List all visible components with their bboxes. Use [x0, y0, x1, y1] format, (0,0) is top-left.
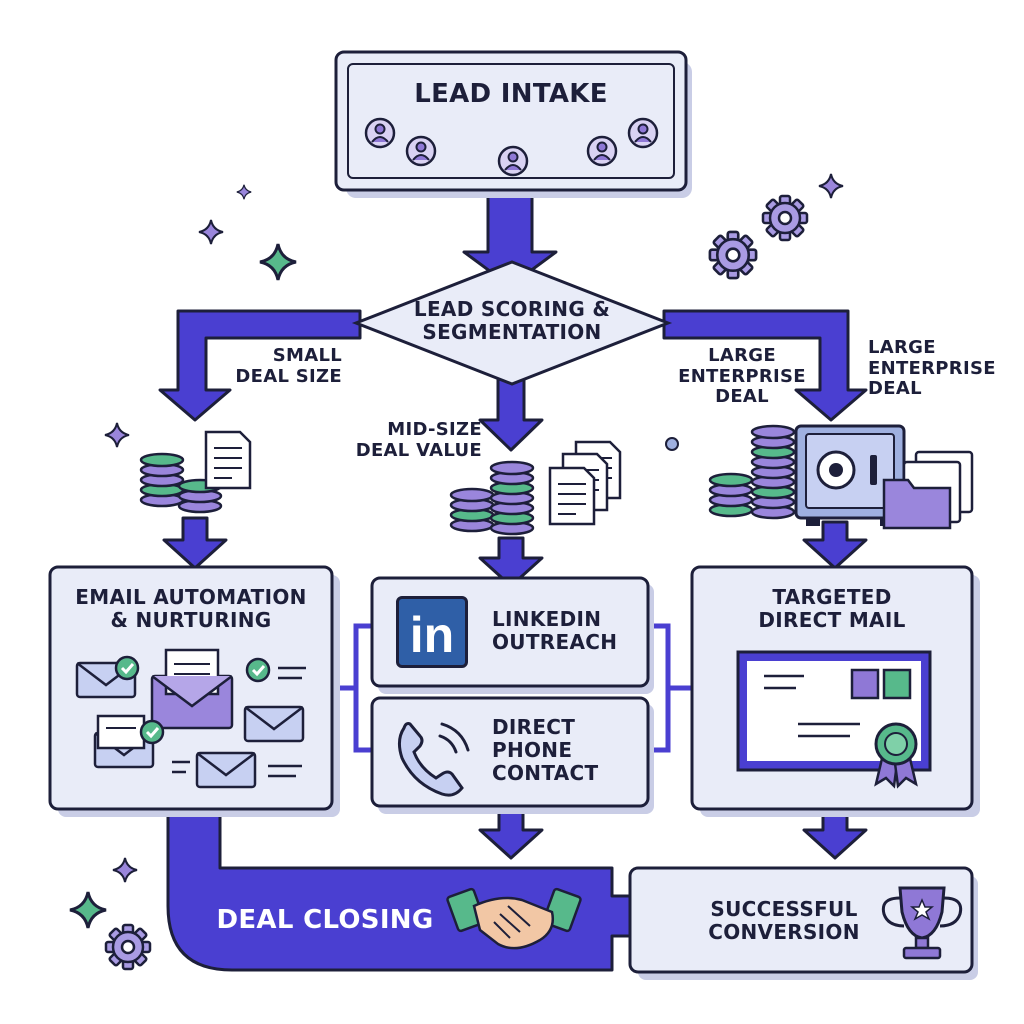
safe-icon [794, 424, 906, 526]
email-automation-line-2: & NURTURING [110, 608, 272, 632]
targeted-mail-line-1: TARGETED [772, 585, 892, 609]
direct-phone-line-3: CONTACT [492, 761, 599, 785]
large-deal-label-a: LARGE ENTERPRISE DEAL [662, 345, 822, 408]
envelope-icon [243, 705, 305, 743]
letter-card-icon [96, 714, 146, 750]
coin-stack-icon [139, 452, 185, 508]
arrow-mid-to-linkedin [478, 536, 544, 588]
large-deal-a-line-2: ENTERPRISE [678, 365, 806, 387]
user-icon [586, 135, 618, 167]
gear-icon [761, 194, 809, 242]
dot-decoration [665, 437, 679, 451]
open-envelope-icon [150, 648, 234, 730]
coin-stack-icon [489, 460, 535, 536]
direct-phone-line-1: DIRECT [492, 715, 576, 739]
successful-conversion-title: SUCCESSFUL CONVERSION [682, 898, 886, 944]
large-deal-b-line-2: ENTERPRISE [868, 357, 996, 379]
connector-arrows [158, 124, 868, 972]
user-icon [497, 145, 529, 177]
large-deal-a-line-1: LARGE [708, 345, 776, 366]
large-deal-label-b: LARGE ENTERPRISE DEAL [868, 337, 1018, 400]
targeted-mail-title: TARGETED DIRECT MAIL [694, 586, 970, 632]
email-automation-title: EMAIL AUTOMATION & NURTURING [52, 586, 330, 632]
gear-icon [104, 923, 152, 971]
mid-deal-line-2: DEAL VALUE [355, 439, 482, 461]
email-icons [75, 648, 306, 789]
lead-intake-title: LEAD INTAKE [414, 79, 608, 109]
arrow-scoring-to-large [662, 309, 868, 422]
phone-icon [397, 722, 470, 797]
email-automation-line-1: EMAIL AUTOMATION [75, 585, 307, 609]
direct-phone-title: DIRECT PHONE CONTACT [492, 716, 642, 785]
arrow-scoring-to-small [158, 309, 362, 422]
targeted-mail-line-2: DIRECT MAIL [758, 608, 906, 632]
decorations [68, 173, 844, 971]
large-deal-b-line-3: DEAL [868, 378, 922, 400]
sparkle-icon [818, 173, 844, 199]
small-deal-label: SMALL DEAL SIZE [200, 345, 342, 387]
coin-stack-icon [708, 472, 754, 518]
handshake-icon [446, 887, 582, 950]
linkedin-line-1: LINKEDIN [492, 607, 602, 631]
folder-icon [882, 450, 974, 530]
lead-scoring-line-2: SEGMENTATION [422, 320, 602, 344]
document-icon [548, 466, 596, 526]
award-ribbon-icon [874, 722, 918, 789]
linkedin-outreach-title: LINKEDIN OUTREACH [492, 608, 642, 654]
coin-stack-icon [750, 424, 796, 520]
arrow-small-to-email [162, 516, 228, 570]
arrow-deal-closing-band [166, 806, 682, 972]
document-icon [204, 430, 252, 490]
sparkle-icon [68, 890, 108, 930]
conversion-line-1: SUCCESSFUL [710, 897, 858, 921]
arrow-phone-down [478, 806, 544, 860]
small-deal-icons [139, 430, 252, 514]
conversion-line-2: CONVERSION [708, 920, 860, 944]
sparkle-icon [112, 857, 138, 883]
mid-deal-line-1: MID-SIZE [387, 419, 482, 440]
sparkle-icon [236, 184, 252, 200]
deal-closing-label: DEAL CLOSING [216, 905, 434, 935]
large-deal-a-line-3: DEAL [715, 386, 769, 408]
envelope-icon [195, 751, 257, 789]
user-icon [364, 117, 396, 149]
small-deal-line-2: DEAL SIZE [235, 365, 342, 387]
gear-icon [708, 230, 758, 280]
text-lines [172, 760, 302, 778]
check-icon [139, 719, 165, 745]
sparkle-icon [258, 242, 298, 282]
linkedin-line-2: OUTREACH [492, 630, 618, 654]
check-icon [114, 655, 140, 681]
lead-scoring-line-1: LEAD SCORING & [413, 297, 611, 321]
lead-scoring-diamond [351, 260, 673, 386]
linkedin-logo-icon: in [396, 596, 468, 668]
check-icon [245, 657, 271, 683]
lead-scoring-label: LEAD SCORING & SEGMENTATION [382, 298, 642, 344]
arrow-large-to-mail [802, 520, 868, 570]
user-icon [405, 135, 437, 167]
trophy-icon [881, 886, 963, 960]
direct-phone-line-2: PHONE [492, 738, 573, 762]
successful-conversion-box [628, 866, 978, 980]
user-icon [627, 117, 659, 149]
small-deal-line-1: SMALL [272, 345, 342, 366]
sparkle-icon [198, 219, 224, 245]
large-deal-b-line-1: LARGE [868, 337, 936, 358]
mid-deal-label: MID-SIZE DEAL VALUE [320, 419, 482, 461]
large-deal-icons [708, 424, 974, 530]
coin-stack-icon [449, 487, 495, 533]
text-lines [278, 666, 306, 680]
sparkle-icon [104, 422, 130, 448]
